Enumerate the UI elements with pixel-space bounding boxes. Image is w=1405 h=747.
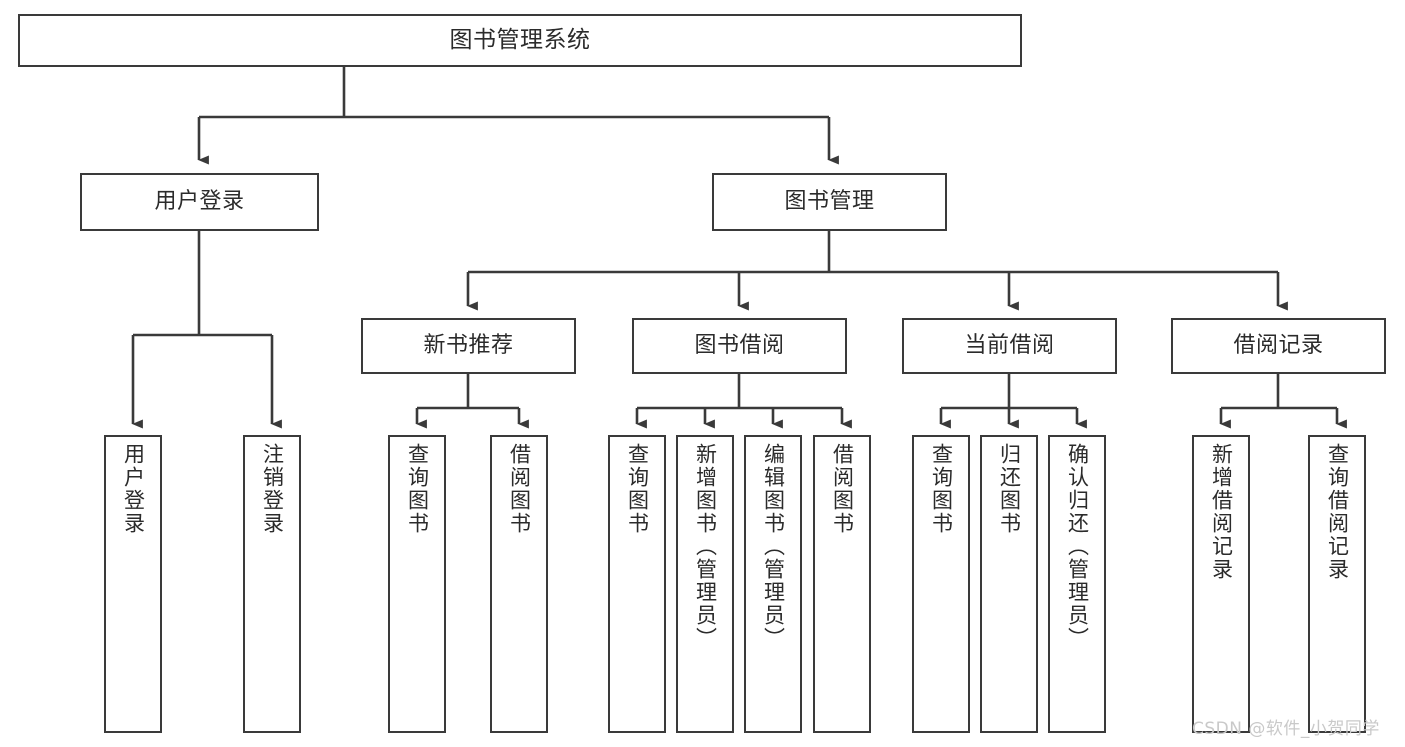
node-book-management[interactable]: 图书管理	[712, 173, 947, 231]
node-leaf-add-book[interactable]: 新增图书（管理员）	[676, 435, 734, 733]
node-leaf-add-book-label: 新增图书（管理员）	[693, 443, 718, 650]
node-leaf-borrow-book-1[interactable]: 借阅图书	[490, 435, 548, 733]
node-root-label: 图书管理系统	[449, 26, 591, 53]
node-leaf-query-book-2[interactable]: 查询图书	[608, 435, 666, 733]
node-leaf-query-book-1-label: 查询图书	[405, 443, 430, 535]
node-current-borrow-label: 当前借阅	[964, 332, 1055, 358]
node-borrow-record[interactable]: 借阅记录	[1171, 318, 1386, 374]
node-leaf-query-book-1[interactable]: 查询图书	[388, 435, 446, 733]
node-leaf-query-record-label: 查询借阅记录	[1325, 443, 1350, 581]
node-leaf-user-login-label: 用户登录	[121, 443, 146, 535]
node-leaf-confirm-return[interactable]: 确认归还（管理员）	[1048, 435, 1106, 733]
node-leaf-borrow-book-2-label: 借阅图书	[830, 443, 855, 535]
node-user-login-label: 用户登录	[154, 188, 245, 214]
node-new-book-recommend-label: 新书推荐	[423, 332, 514, 358]
node-leaf-return-book[interactable]: 归还图书	[980, 435, 1038, 733]
node-root[interactable]: 图书管理系统	[18, 14, 1022, 67]
node-current-borrow[interactable]: 当前借阅	[902, 318, 1117, 374]
node-leaf-confirm-return-label: 确认归还（管理员）	[1065, 443, 1090, 650]
node-leaf-query-book-3[interactable]: 查询图书	[912, 435, 970, 733]
node-leaf-add-record-label: 新增借阅记录	[1209, 443, 1234, 581]
node-leaf-query-book-2-label: 查询图书	[625, 443, 650, 535]
node-book-management-label: 图书管理	[784, 188, 875, 214]
node-leaf-logout-login-label: 注销登录	[260, 443, 285, 535]
node-leaf-return-book-label: 归还图书	[997, 443, 1022, 535]
node-leaf-logout-login[interactable]: 注销登录	[243, 435, 301, 733]
node-leaf-user-login[interactable]: 用户登录	[104, 435, 162, 733]
node-leaf-query-record[interactable]: 查询借阅记录	[1308, 435, 1366, 733]
node-leaf-borrow-book-1-label: 借阅图书	[507, 443, 532, 535]
watermark: CSDN @软件_小贺同学	[1192, 719, 1380, 739]
node-leaf-edit-book-label: 编辑图书（管理员）	[761, 443, 786, 650]
node-user-login[interactable]: 用户登录	[80, 173, 319, 231]
node-borrow-record-label: 借阅记录	[1233, 332, 1324, 358]
node-leaf-borrow-book-2[interactable]: 借阅图书	[813, 435, 871, 733]
node-leaf-add-record[interactable]: 新增借阅记录	[1192, 435, 1250, 733]
node-leaf-edit-book[interactable]: 编辑图书（管理员）	[744, 435, 802, 733]
node-leaf-query-book-3-label: 查询图书	[929, 443, 954, 535]
node-book-borrow[interactable]: 图书借阅	[632, 318, 847, 374]
node-new-book-recommend[interactable]: 新书推荐	[361, 318, 576, 374]
node-book-borrow-label: 图书借阅	[694, 332, 785, 358]
